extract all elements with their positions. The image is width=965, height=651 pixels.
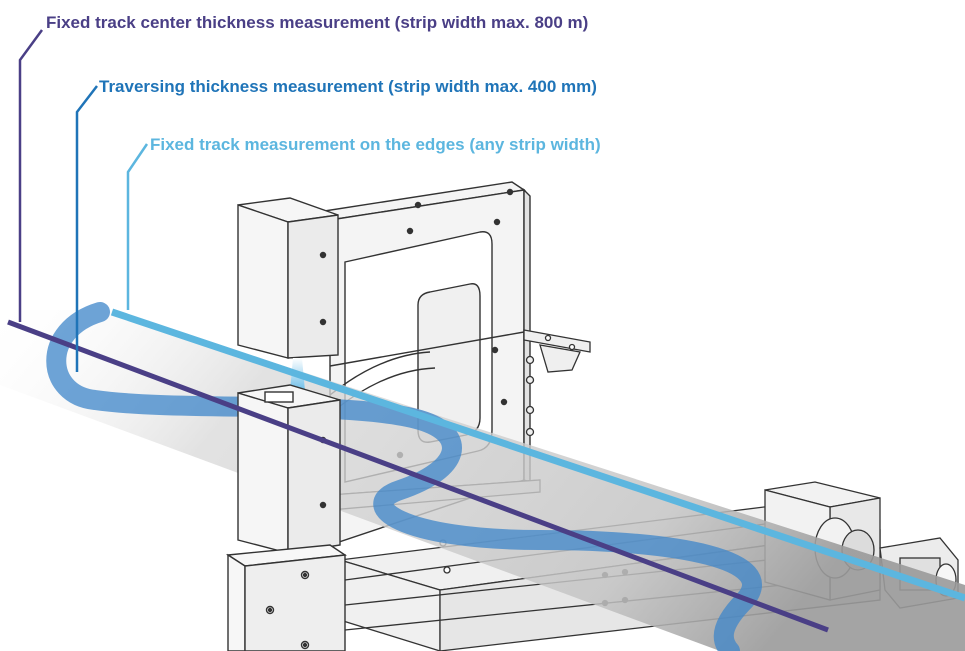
traversing-path — [46, 302, 762, 651]
label-traversing: Traversing thickness measurement (strip … — [99, 77, 597, 96]
traversing-leader-line — [75, 85, 98, 372]
lower-sensor-head — [237, 384, 341, 554]
center-leader-line — [18, 29, 44, 322]
edges-leader-line — [126, 143, 149, 310]
mounting-bracket — [523, 329, 591, 437]
edge-track-line — [110, 308, 965, 602]
label-center-track: Fixed track center thickness measurement… — [46, 13, 588, 32]
center-track-line — [7, 319, 829, 633]
upper-sensor-head — [237, 197, 339, 359]
label-edges: Fixed track measurement on the edges (an… — [150, 135, 601, 154]
carriage-block — [225, 544, 347, 651]
